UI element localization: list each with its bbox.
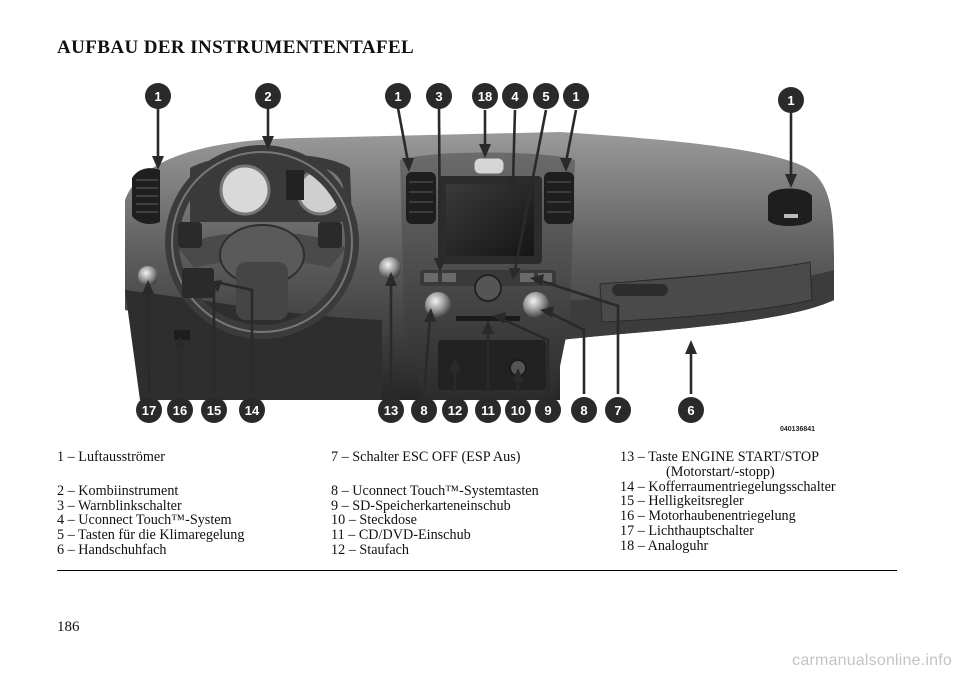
callout-bottom-17: 17 [136, 397, 162, 423]
hood-release [174, 330, 190, 340]
svg-text:14: 14 [245, 403, 260, 418]
callout-bottom-16: 16 [167, 397, 193, 423]
callout-top-3: 3 [426, 83, 452, 109]
callout-top-1b: 1 [385, 83, 411, 109]
legend-column-1: 1 – Luftausströmer 2 – Kombiinstrument 3… [57, 450, 244, 558]
legend-item: 10 – Steckdose [331, 512, 417, 529]
callout-top-1d: 1 [778, 87, 804, 113]
dashboard-illustration: 1 2 1 3 18 4 5 1 1 17 16 15 14 13 8 12 1… [125, 83, 834, 433]
control-panel-buttons [424, 273, 552, 282]
callout-bottom-14: 14 [239, 397, 265, 423]
svg-text:9: 9 [544, 403, 551, 418]
callout-bottom-15: 15 [201, 397, 227, 423]
right-climate-knob [523, 292, 549, 318]
left-vent-slats [136, 179, 158, 213]
callout-top-1c: 1 [563, 83, 589, 109]
callout-bottom-8a: 8 [411, 397, 437, 423]
callout-top-5: 5 [533, 83, 559, 109]
headlight-switch [138, 266, 158, 286]
svg-text:6: 6 [687, 403, 694, 418]
svg-text:2: 2 [264, 89, 271, 104]
svg-text:15: 15 [207, 403, 221, 418]
callout-bottom-6: 6 [678, 397, 704, 423]
svg-text:17: 17 [142, 403, 156, 418]
center-vent-left [406, 172, 436, 224]
leader-arrowheads [142, 136, 797, 382]
legend-column-2: 7 – Schalter ESC OFF (ESP Aus) 8 – Uconn… [331, 450, 539, 558]
glove-box-handle [612, 284, 668, 296]
svg-text:16: 16 [173, 403, 187, 418]
right-vent-tag [784, 214, 798, 218]
center-vent-slats [409, 181, 571, 213]
legend-item: 17 – Lichthauptschalter [620, 522, 754, 539]
right-air-vent [768, 188, 812, 226]
legend-item: 15 – Helligkeitsregler [620, 493, 744, 510]
glove-box [599, 261, 813, 323]
legend-item-continuation: (Motorstart/-stopp) [666, 463, 775, 480]
legend-item: 2 – Kombiinstrument [57, 482, 179, 499]
svg-text:7: 7 [614, 403, 621, 418]
svg-text:3: 3 [435, 89, 442, 104]
callout-bottom-12: 12 [442, 397, 468, 423]
legend-item: 14 – Kofferraumentriegelungsschalter [620, 478, 836, 495]
legend-item: 11 – CD/DVD-Einschub [331, 527, 471, 544]
callout-bottom-8b: 8 [571, 397, 597, 423]
svg-text:10: 10 [511, 403, 525, 418]
svg-text:8: 8 [580, 403, 587, 418]
callout-top-2: 2 [255, 83, 281, 109]
svg-text:4: 4 [511, 89, 519, 104]
legend-column-3: 13 – Taste ENGINE START/STOP (Motorstart… [620, 450, 836, 554]
watermark: carmanualsonline.info [792, 652, 952, 669]
legend-item: 3 – Warnblinkschalter [57, 497, 182, 514]
callout-top-4: 4 [502, 83, 528, 109]
legend-item: 6 – Handschuhfach [57, 541, 167, 558]
center-control-knob [474, 274, 502, 302]
legend-item: 13 – Taste ENGINE START/STOP [620, 449, 820, 465]
svg-text:18: 18 [478, 89, 492, 104]
svg-text:1: 1 [787, 93, 794, 108]
steering-wheel [165, 145, 359, 339]
steering-left-buttons [178, 222, 202, 248]
legend-item: 4 – Uconnect Touch™-System [57, 512, 232, 529]
callout-bottom-10: 10 [505, 397, 531, 423]
leader-lines [146, 107, 793, 395]
divider-rule [57, 570, 897, 571]
legend-item: 12 – Staufach [331, 541, 410, 558]
svg-text:13: 13 [384, 403, 398, 418]
engine-start-button [379, 257, 401, 279]
svg-text:11: 11 [481, 403, 495, 418]
callout-bottom-7: 7 [605, 397, 631, 423]
callout-top-1a: 1 [145, 83, 171, 109]
speedometer-gauge [219, 164, 271, 216]
svg-text:12: 12 [448, 403, 462, 418]
svg-text:1: 1 [154, 89, 161, 104]
cd-dvd-slot [456, 316, 520, 321]
callout-bottom-13: 13 [378, 397, 404, 423]
legend-item: 18 – Analoguhr [620, 537, 709, 554]
legend-item: 1 – Luftausströmer [57, 449, 165, 465]
legend-item: 16 – Motorhaubenentriegelung [620, 508, 796, 525]
image-code: 040136841 [780, 426, 815, 433]
page-heading: AUFBAU DER INSTRUMENTENTAFEL [57, 37, 415, 58]
callout-top-18: 18 [472, 83, 498, 109]
legend-item: 5 – Tasten für die Klimaregelung [57, 527, 245, 544]
callout-bottom-11: 11 [475, 397, 501, 423]
svg-text:1: 1 [572, 89, 579, 104]
center-vent-right [544, 172, 574, 224]
legend-item: 9 – SD-Speicherkarteneinschub [331, 497, 511, 514]
steering-right-buttons [318, 222, 342, 248]
callout-bottom-9: 9 [535, 397, 561, 423]
legend-item: 8 – Uconnect Touch™-Systemtasten [331, 482, 539, 499]
cluster-display [286, 170, 304, 200]
page-number: 186 [57, 619, 80, 635]
svg-text:1: 1 [394, 89, 401, 104]
analog-clock [473, 157, 505, 175]
svg-text:5: 5 [542, 89, 549, 104]
svg-text:8: 8 [420, 403, 427, 418]
legend-item: 7 – Schalter ESC OFF (ESP Aus) [331, 449, 521, 465]
